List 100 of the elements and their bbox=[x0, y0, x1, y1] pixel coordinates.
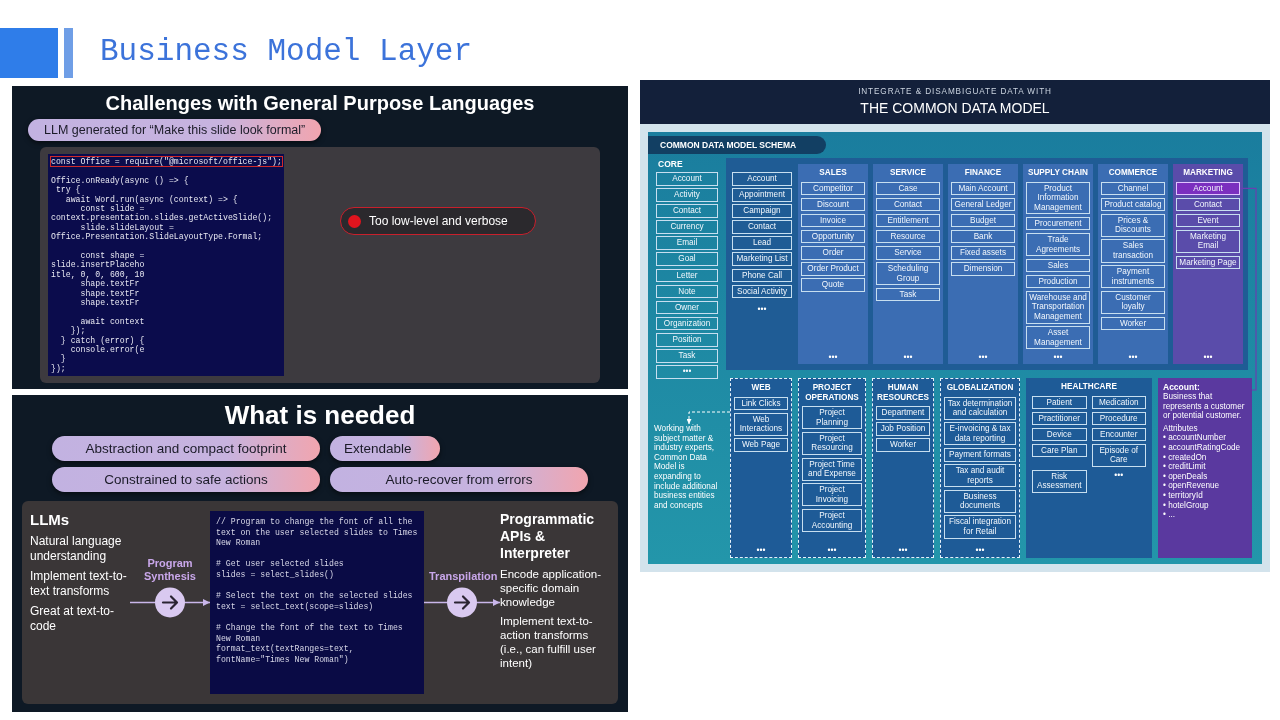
column-heading: FINANCE bbox=[963, 168, 1003, 178]
tag-pill: Constrained to safe actions bbox=[52, 467, 320, 492]
entity-chip: Contact bbox=[876, 197, 940, 212]
code-line: try { bbox=[55, 185, 81, 195]
entity-chip: Campaign bbox=[732, 204, 792, 218]
slide-title: Business Model Layer bbox=[100, 33, 473, 71]
entity-chip: Marketing Page bbox=[1176, 255, 1240, 270]
code-line: slide.slideLayout = bbox=[80, 222, 174, 233]
ellipsis-text: ••• bbox=[1113, 469, 1125, 480]
code-line: format_text(textRanges=text, fontName="Times New Roman") bbox=[216, 644, 355, 666]
column-heading: COMMERCE bbox=[1107, 168, 1159, 178]
entity-chip: Project Time and Expense bbox=[802, 457, 862, 481]
entity-chip: Budget bbox=[951, 213, 1015, 228]
entity-chip: Dimension bbox=[951, 262, 1015, 276]
entity-chip: Position bbox=[656, 332, 718, 347]
entity-chip: Event bbox=[1176, 213, 1240, 228]
column-heading: PROJECT OPERATIONS bbox=[804, 383, 860, 403]
card-heading: Account: bbox=[1163, 382, 1201, 392]
category-column bbox=[798, 164, 868, 364]
ellipsis-text: ••• bbox=[977, 352, 989, 362]
entity-chip: Competitor bbox=[801, 181, 865, 196]
entity-chip: Owner bbox=[656, 300, 718, 315]
entity-chip: Episode of Care bbox=[1091, 443, 1146, 468]
entity-chip: Payment instruments bbox=[1101, 265, 1165, 289]
entity-chip: Asset Management bbox=[1026, 326, 1090, 350]
entity-chip: Bank bbox=[951, 229, 1015, 244]
ellipsis-text: ••• bbox=[756, 303, 768, 314]
callout-text: Too low-level and verbose bbox=[369, 214, 508, 228]
entity-chip: Link Clicks bbox=[734, 396, 788, 411]
entity-chip: Contact bbox=[732, 220, 792, 234]
entity-chip: Warehouse and Transportation Management bbox=[1026, 290, 1090, 324]
entity-chip: Activity bbox=[656, 188, 718, 202]
entity-chip: Lead bbox=[732, 236, 792, 250]
entity-chip: Contact bbox=[1176, 197, 1240, 212]
entity-chip: Entitlement bbox=[876, 213, 940, 228]
entity-chip: Job Position bbox=[876, 422, 930, 436]
entity-chip: Business documents bbox=[944, 489, 1016, 513]
code-line: // Program to change the font of all the text on the user selected slides to Times New Roman bbox=[216, 517, 418, 549]
category-panel bbox=[726, 158, 1248, 370]
entity-chip: Scheduling Group bbox=[876, 262, 940, 286]
code-block bbox=[48, 154, 284, 376]
column-heading: MARKETING bbox=[1182, 168, 1234, 178]
entity-chip: Channel bbox=[1101, 181, 1165, 196]
entity-chip: Worker bbox=[1101, 316, 1165, 331]
body-text: Implement text-to-action transforms bbox=[500, 614, 594, 642]
entity-chip: Patient bbox=[1032, 395, 1087, 410]
schema-tab: COMMON DATA MODEL SCHEMA bbox=[648, 136, 826, 154]
code-line: slides = select_slides() bbox=[216, 569, 335, 581]
code-line: text = select_text(scope=slides) bbox=[216, 601, 375, 613]
code-line: shape.textFr bbox=[79, 279, 141, 289]
ellipsis-text: ••• bbox=[755, 545, 767, 555]
card-text: Business that represents a customer or potential customer. bbox=[1163, 392, 1246, 421]
code-line: # Get user selected slides bbox=[216, 559, 345, 570]
entity-chip: Account bbox=[732, 172, 792, 186]
code-block bbox=[210, 511, 424, 694]
entity-chip: Task bbox=[656, 349, 718, 363]
entity-chip: Product catalog bbox=[1101, 197, 1165, 212]
tag-pill: Abstraction and compact footprint bbox=[52, 436, 320, 461]
tag-pill: LLM generated for “Make this slide look formal” bbox=[28, 119, 322, 141]
tag-pill: Extendable bbox=[330, 436, 440, 461]
entity-chip: Customer loyalty bbox=[1101, 290, 1165, 315]
ellipsis-text: ••• bbox=[974, 545, 986, 555]
code-line: const slide = bbox=[79, 204, 145, 213]
panel-subheading: INTEGRATE & DISAMBIGUATE DATA WITH bbox=[857, 87, 1053, 97]
body-text: Implement text-to-text transforms bbox=[30, 569, 128, 599]
entity-chip: Medication bbox=[1091, 395, 1146, 410]
category-column bbox=[1098, 164, 1168, 364]
entity-chip: Procedure bbox=[1091, 411, 1146, 426]
panel-heading: Challenges with General Purpose Languages bbox=[105, 91, 535, 115]
entity-chip: General Ledger bbox=[951, 197, 1015, 212]
category-column bbox=[730, 378, 792, 558]
ellipsis-text: ••• bbox=[902, 352, 914, 362]
entity-chip: Payment formats bbox=[944, 447, 1016, 462]
ellipsis-text: ••• bbox=[827, 352, 839, 362]
entity-chip: Trade Agreements bbox=[1026, 232, 1090, 257]
entity-chip: Phone Call bbox=[732, 268, 792, 283]
entity-chip: Appointment bbox=[732, 188, 792, 202]
entity-chip: Order Product bbox=[801, 262, 865, 276]
entity-chip: Product Information Management bbox=[1026, 181, 1090, 215]
code-line: console.error(e bbox=[69, 345, 146, 355]
column-heading: Programmatic APIs & Interpreter bbox=[500, 511, 596, 562]
category-column bbox=[798, 378, 866, 558]
entity-chip: Invoice bbox=[801, 213, 865, 228]
column-heading: GLOBALIZATION bbox=[945, 383, 1015, 393]
content-panel bbox=[22, 501, 618, 704]
column-heading: SUPPLY CHAIN bbox=[1026, 168, 1090, 178]
entity-chip: Worker bbox=[876, 438, 930, 452]
category-column bbox=[1026, 378, 1152, 558]
circled-arrow bbox=[423, 587, 501, 618]
entity-chip: Fiscal integration for Retail bbox=[944, 515, 1016, 539]
entity-chip: Currency bbox=[656, 220, 718, 234]
detail-card bbox=[1158, 378, 1252, 558]
panel-heading: What is needed bbox=[224, 399, 416, 431]
entity-chip: Project Planning bbox=[802, 406, 862, 430]
entity-chip: Care Plan bbox=[1032, 443, 1087, 458]
entity-chip: Order bbox=[801, 245, 865, 260]
attribute-item: • ... bbox=[1163, 510, 1176, 520]
tag-pill: Auto-recover from errors bbox=[330, 467, 588, 492]
column-heading: HEALTHCARE bbox=[1060, 382, 1118, 392]
category-column bbox=[1023, 164, 1093, 364]
